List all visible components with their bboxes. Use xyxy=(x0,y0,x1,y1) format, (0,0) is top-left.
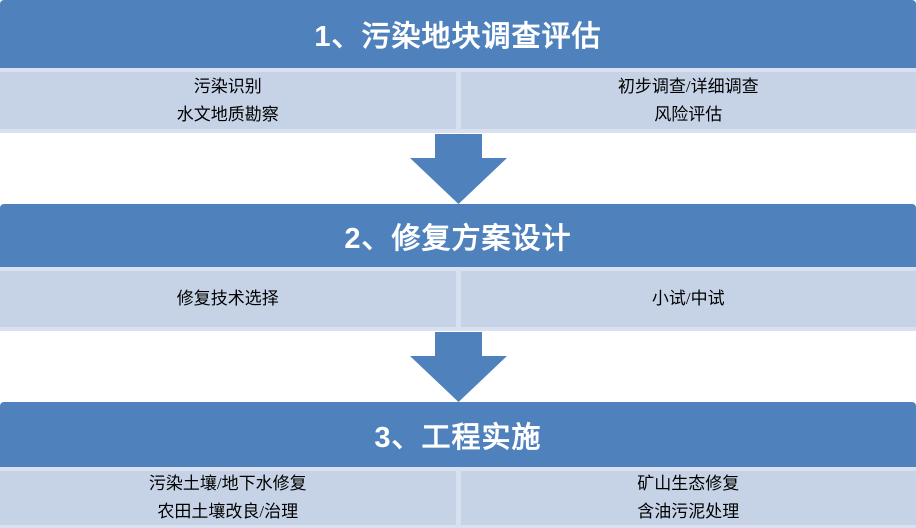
stage-3-item: 农田土壤改良/治理 xyxy=(157,502,299,521)
flow-arrow-1 xyxy=(0,133,916,204)
stage-2-right-cell: 小试/中试 xyxy=(460,271,916,327)
stage-1-right-cell: 初步调查/详细调查 风险评估 xyxy=(460,72,916,129)
stage-1-title: 1、污染地块调查评估 xyxy=(314,21,602,53)
stage-3-items-panel: 污染土壤/地下水修复 农田土壤改良/治理 矿山生态修复 含油污泥处理 xyxy=(0,467,916,528)
down-arrow-icon xyxy=(409,332,507,402)
stage-3-right-cell: 矿山生态修复 含油污泥处理 xyxy=(460,471,916,525)
cell-divider xyxy=(455,271,461,327)
stage-3-item: 污染土壤/地下水修复 xyxy=(148,474,307,493)
stage-3-header: 3、工程实施 xyxy=(0,402,916,467)
stage-1-header: 1、污染地块调查评估 xyxy=(0,0,916,68)
stage-1-left-cell: 污染识别 水文地质勘察 xyxy=(0,72,456,129)
cell-divider xyxy=(455,72,461,129)
stage-2-items-panel: 修复技术选择 小试/中试 xyxy=(0,267,916,331)
stage-3-left-cell: 污染土壤/地下水修复 农田土壤改良/治理 xyxy=(0,471,456,525)
stage-3-title: 3、工程实施 xyxy=(374,421,542,454)
stage-2-item: 修复技术选择 xyxy=(176,289,279,308)
cell-divider xyxy=(455,471,461,525)
stage-1-items-panel: 污染识别 水文地质勘察 初步调查/详细调查 风险评估 xyxy=(0,68,916,133)
stage-1-item: 初步调查/详细调查 xyxy=(617,76,759,96)
flow-arrow-2 xyxy=(0,331,916,402)
stage-2-header: 2、修复方案设计 xyxy=(0,204,916,267)
stage-2-left-cell: 修复技术选择 xyxy=(0,271,456,327)
stage-1-item: 风险评估 xyxy=(654,104,723,124)
stage-2-title: 2、修复方案设计 xyxy=(344,222,572,255)
stage-1-item: 污染识别 xyxy=(193,76,262,96)
stage-3-item: 矿山生态修复 xyxy=(637,474,740,493)
stage-1-item: 水文地质勘察 xyxy=(176,104,279,124)
stage-3-item: 含油污泥处理 xyxy=(637,502,740,521)
down-arrow-icon xyxy=(409,134,507,204)
stage-2-item: 小试/中试 xyxy=(651,289,725,308)
